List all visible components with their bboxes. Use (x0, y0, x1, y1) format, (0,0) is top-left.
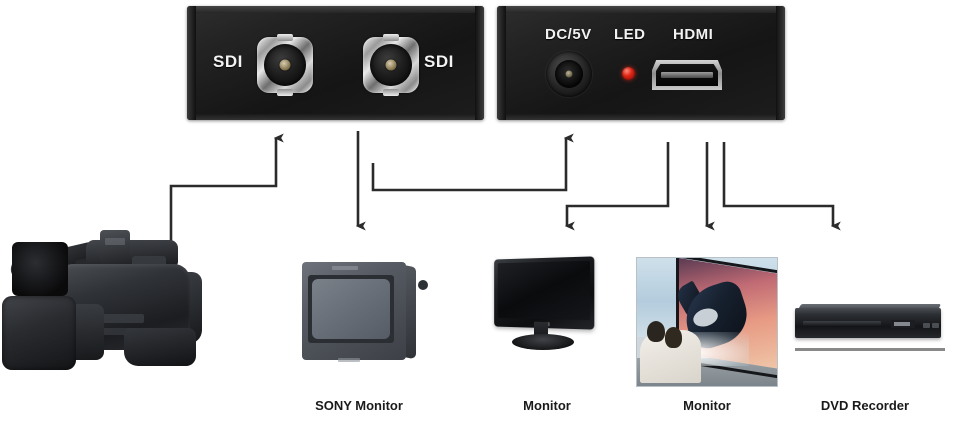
camcorder-viewfinder-logo (105, 238, 125, 245)
camcorder-side-panel-lower (100, 328, 136, 335)
tv3d-photo-frame (637, 258, 777, 386)
crt-control-knob (418, 280, 428, 290)
dvd-feet (795, 348, 945, 351)
camcorder-side-panel-upper (100, 314, 144, 323)
hdmi-panel-bottom-bevel (497, 114, 785, 120)
lcd-panel-body (494, 256, 595, 330)
dvd-button-a[interactable] (923, 323, 930, 328)
crt-brand-badge (332, 266, 358, 270)
camcorder (2, 230, 214, 382)
status-led (622, 67, 635, 80)
tv3d-viewer-head-right (665, 327, 682, 348)
tv-3d-monitor (637, 258, 777, 386)
dvd-recorder (795, 304, 945, 351)
hdmi-panel-left-edge (497, 6, 506, 120)
sdi-panel-top-bevel (187, 6, 484, 13)
lcd-screen (497, 260, 591, 321)
dvd-button-b[interactable] (932, 323, 939, 328)
sdi-input-connector[interactable] (257, 37, 313, 93)
hdmi-panel-device: DC/5V LED HDMI (497, 6, 785, 120)
tv-3d-monitor-caption: Monitor (683, 398, 731, 413)
dc-jack-center-post (565, 70, 573, 78)
dvd-display-text (894, 322, 910, 326)
sdi-right-label: SDI (424, 52, 454, 71)
hdmi-panel-right-edge (776, 6, 785, 120)
bnc-center-pin (385, 59, 397, 71)
sdi-panel-left-edge (187, 6, 196, 120)
dvd-disc-tray (803, 321, 881, 327)
camcorder-viewfinder (100, 230, 130, 264)
wire-hdmi-to-dvd-recorder (722, 142, 841, 231)
sdi-left-label: SDI (213, 52, 243, 71)
sdi-panel-right-edge (475, 6, 484, 120)
hdmi-output-port[interactable] (652, 60, 722, 90)
crt-bezel (308, 275, 394, 343)
wire-branch-to-hdmi-panel (371, 133, 574, 192)
dvd-recorder-caption: DVD Recorder (820, 398, 910, 413)
lcd-stand-base (512, 334, 574, 350)
crt-screen (312, 279, 390, 339)
lcd-monitor-caption: Monitor (523, 398, 571, 413)
crt-bottom-badge (338, 358, 360, 362)
camcorder-hand-grip (124, 328, 196, 366)
sdi-panel-face (187, 6, 484, 120)
camcorder-lens-glass (12, 242, 68, 296)
sony-monitor-caption: SONY Monitor (315, 398, 403, 413)
wire-hdmi-to-lcd-monitor (564, 142, 670, 231)
camcorder-lens-hood (2, 296, 76, 370)
wire-camcorder-to-sdi-in (169, 133, 284, 243)
hdmi-label: HDMI (673, 26, 714, 43)
dvd-chassis (795, 308, 941, 338)
tv3d-viewer-head-left (646, 320, 665, 343)
sdi-panel-bottom-bevel (187, 114, 484, 120)
sdi-panel-device: SDI SDI (187, 6, 484, 120)
dc-power-jack[interactable] (546, 51, 592, 97)
sony-monitor (302, 262, 428, 366)
hdmi-panel-top-bevel (497, 6, 785, 13)
sdi-output-connector[interactable] (363, 37, 419, 93)
bnc-center-pin (279, 59, 291, 71)
hdmi-tongue (661, 72, 713, 78)
hdmi-panel-face (497, 6, 785, 120)
lcd-monitor (490, 256, 600, 358)
dc-power-label: DC/5V (545, 26, 592, 43)
led-label: LED (614, 26, 646, 43)
